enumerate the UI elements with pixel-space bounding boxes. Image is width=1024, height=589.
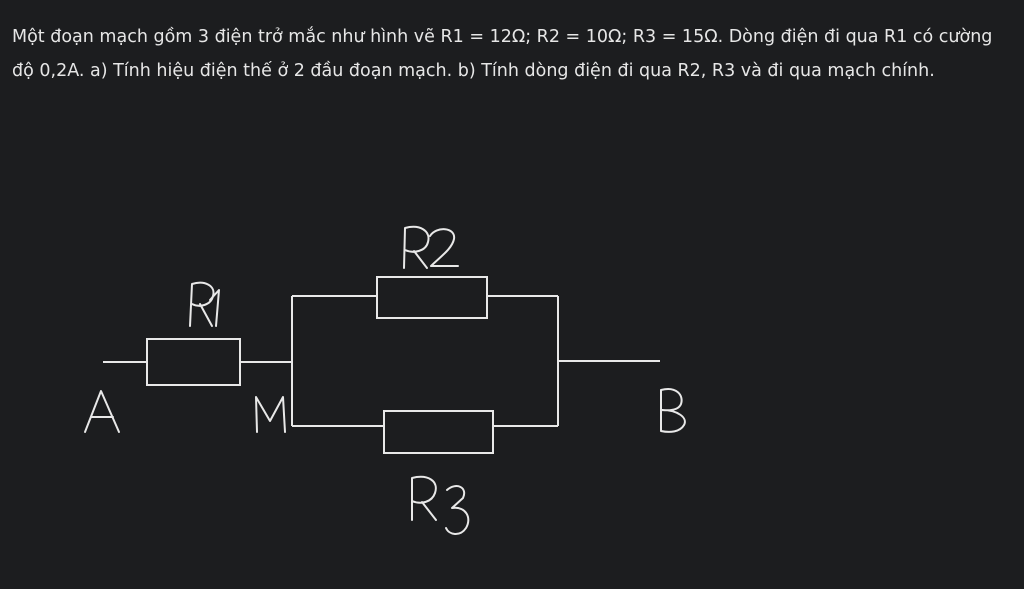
resistor-r2 — [376, 276, 488, 319]
label-node-a: A — [84, 390, 120, 433]
label-r1: R1 — [189, 281, 220, 327]
label-r3: R3 — [411, 475, 470, 535]
problem-statement: Một đoạn mạch gồm 3 điện trở mắc như hìn… — [12, 27, 993, 81]
circuit-wires — [103, 295, 660, 427]
resistor-r1 — [146, 338, 241, 386]
label-node-b: B — [660, 388, 686, 433]
resistor-r3 — [383, 410, 494, 454]
label-r2: R2 — [403, 225, 459, 269]
label-node-m: M — [255, 396, 286, 433]
